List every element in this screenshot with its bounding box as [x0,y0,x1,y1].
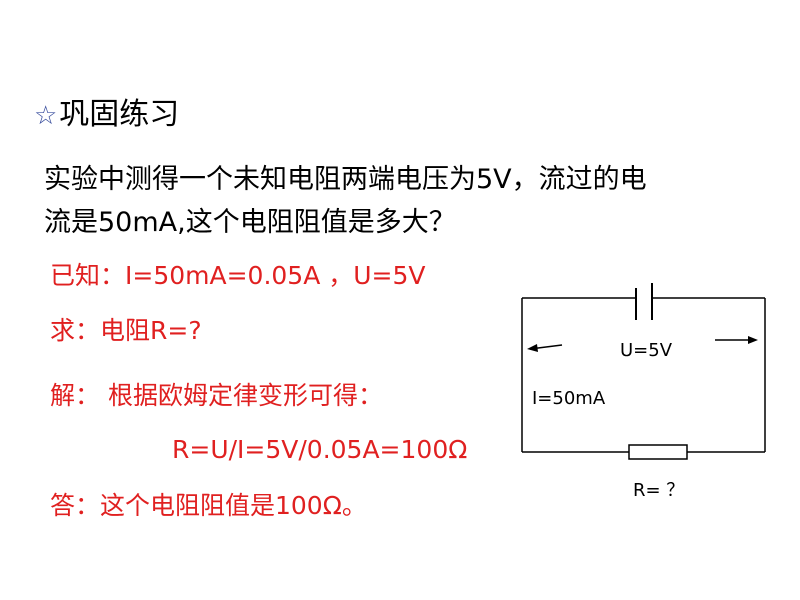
question-line-2: 流是50mA,这个电阻阻值是多大？ [44,207,456,238]
slide-title: ☆巩固练习 [34,96,179,135]
solution-formula: R=U/I=5V/0.05A=100Ω [172,435,468,464]
answer-statement: 答：这个电阻阻值是100Ω。 [50,491,367,520]
slide-title-text: 巩固练习 [59,97,180,132]
known-conditions: 已知：I=50mA=0.05A ，U=5V [50,261,426,290]
question-line-1: 实验中测得一个未知电阻两端电压为5V，流过的电 [44,164,647,195]
star-icon: ☆ [34,101,58,131]
current-label: I=50mA [532,388,606,409]
resistor-label: R= ？ [633,480,685,501]
find-statement: 求：电阻R=? [50,316,202,345]
resistor-symbol [628,444,688,460]
left-arrow-head [527,344,538,352]
voltage-label: U=5V [620,340,673,361]
solution-method: 解： 根据欧姆定律变形可得： [50,381,383,410]
right-arrow-head [748,336,758,344]
